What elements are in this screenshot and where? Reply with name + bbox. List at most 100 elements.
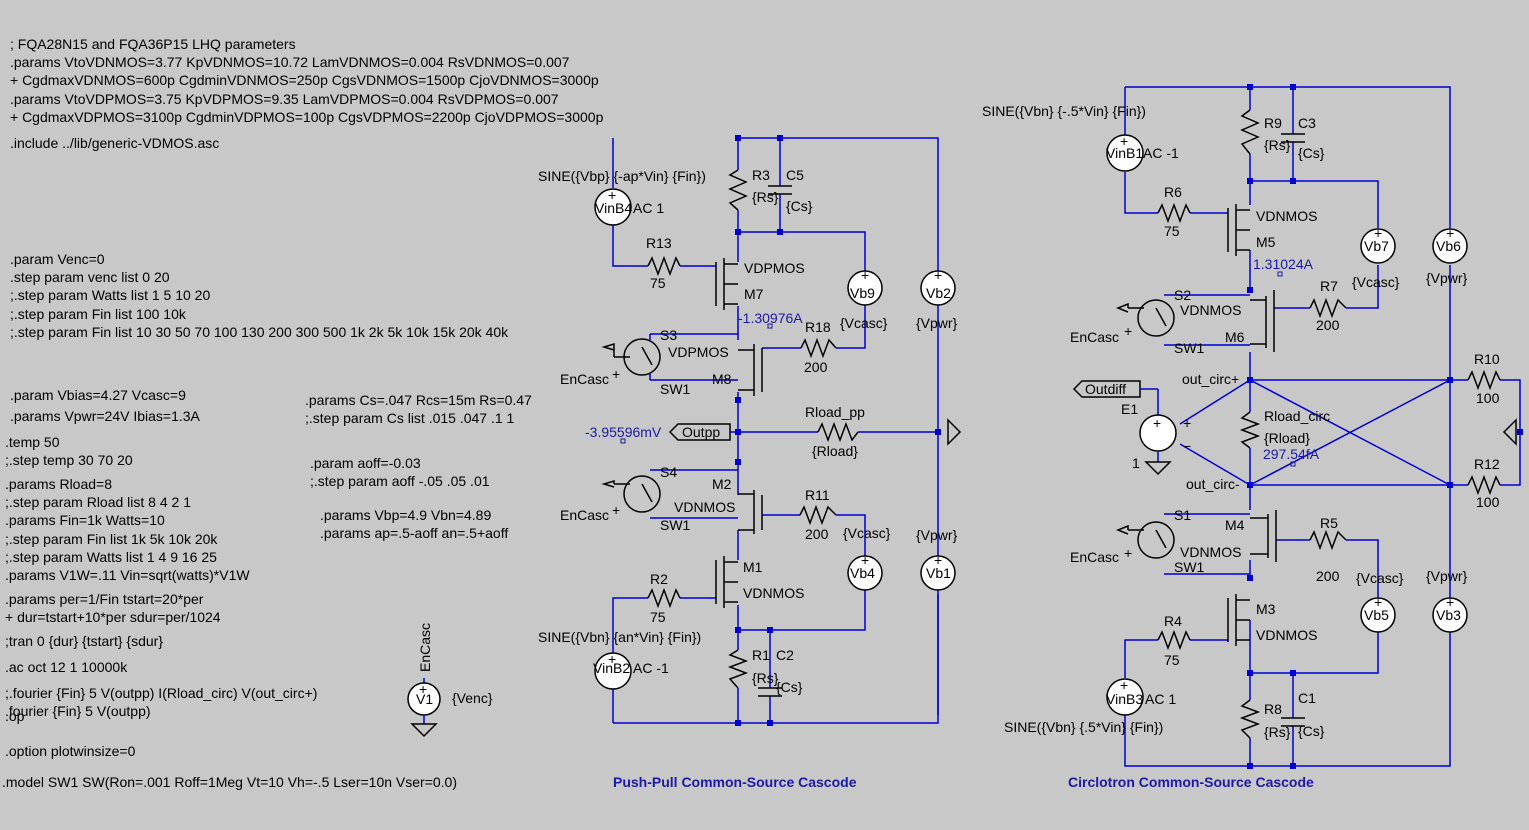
s2-switch[interactable]: S2 SW1 EnCasc + (1070, 287, 1205, 356)
directive[interactable]: .param Vbias=4.27 Vcasc=9 (10, 387, 186, 403)
vb2-source[interactable]: + Vb2 {Vpwr} (916, 267, 958, 331)
directive[interactable]: .params V1W=.11 Vin=sqrt(watts)*V1W (5, 567, 250, 583)
r10-resistor[interactable]: R10 100 (1467, 351, 1501, 406)
vb9-source[interactable]: + Vb9 {Vcasc} (840, 267, 888, 331)
directive[interactable]: + CgdmaxVDNMOS=600p CgdminVDNMOS=250p Cg… (10, 72, 599, 88)
wire[interactable] (1276, 539, 1379, 598)
c2-capacitor[interactable]: C2 {Cs} (758, 647, 803, 697)
r1-resistor[interactable]: R1 {Rs} (727, 647, 779, 689)
wire[interactable] (780, 231, 866, 271)
directive[interactable]: .params VtoVDNMOS=3.77 KpVDNMOS=10.72 La… (10, 54, 570, 70)
out-circ-plus-label[interactable]: out_circ+ (1182, 371, 1239, 387)
directive[interactable]: .temp 50 (5, 434, 60, 450)
vb3-source[interactable]: + Vb3 {Vpwr} (1426, 568, 1468, 633)
directive[interactable]: ;.step param Fin list 1k 5k 10k 20k (5, 531, 218, 547)
directive[interactable]: .param aoff=-0.03 (310, 455, 421, 471)
directive[interactable]: .params ap=.5-aoff an=.5+aoff (320, 525, 508, 541)
wire[interactable] (1124, 639, 1228, 678)
wire[interactable] (1249, 379, 1451, 486)
vinb4-source[interactable]: + SINE({Vbp} {-ap*Vin} {Fin}) VinB4 AC 1 (538, 168, 706, 226)
directive[interactable]: .option plotwinsize=0 (5, 743, 136, 759)
wire[interactable] (738, 137, 939, 715)
directive[interactable]: ;.step param Fin list 100 10k (10, 306, 187, 322)
directive[interactable]: .ac oct 12 1 10000k (5, 659, 128, 675)
directive[interactable]: + CgdmaxVDPMOS=3100p CgdminVDPMOS=100p C… (10, 109, 604, 125)
r8-resistor[interactable]: R8 {Rs} (1239, 699, 1291, 740)
out-circ-minus-label[interactable]: out_circ- (1186, 476, 1240, 492)
r12-resistor[interactable]: R12 100 (1467, 456, 1501, 510)
wire[interactable] (1124, 632, 1451, 767)
wire[interactable] (1346, 265, 1379, 309)
c3-capacitor[interactable]: C3 {Cs} (1281, 115, 1325, 161)
wire[interactable] (650, 333, 738, 381)
wire[interactable] (612, 597, 648, 655)
r7-resistor[interactable]: R7 200 (1309, 278, 1347, 333)
circlotron-title[interactable]: Circlotron Common-Source Cascode (1068, 774, 1314, 790)
s3-switch[interactable]: S3 SW1 EnCasc + (560, 327, 691, 397)
vb1-source[interactable]: + Vb1 {Vpwr} (916, 527, 958, 591)
r6-resistor[interactable]: R6 75 (1157, 184, 1191, 239)
directive[interactable]: ;.step param Rload list 8 4 2 1 (5, 494, 191, 510)
directive[interactable]: ;.step temp 30 70 20 (5, 452, 133, 468)
v1-encasc-source[interactable]: EnCasc + V1 {Venc} (407, 623, 493, 738)
m4-mosfet[interactable]: M4 VDNMOS (1180, 510, 1277, 562)
wire[interactable] (738, 590, 866, 631)
m7-current-readout[interactable]: -1.30976A (738, 310, 803, 326)
wire[interactable] (1124, 172, 1228, 214)
s4-switch[interactable]: S4 SW1 EnCasc + (560, 464, 691, 533)
rload-circ-resistor[interactable]: Rload_circ {Rload} 297.54fA (1239, 408, 1330, 467)
r3-resistor[interactable]: R3 {Rs} (728, 167, 779, 211)
vinb1-source[interactable]: + SINE({Vbn} {-.5*Vin} {Fin}) VinB1 AC -… (982, 103, 1179, 172)
directive[interactable]: ;.step param Watts list 1 4 9 16 25 (5, 549, 217, 565)
directive[interactable]: .params VtoVDPMOS=3.75 KpVDPMOS=9.35 Lam… (10, 91, 559, 107)
directive[interactable]: ;.step param aoff -.05 .05 .01 (310, 473, 490, 489)
wire[interactable] (762, 514, 866, 556)
m6-mosfet[interactable]: VDNMOS M6 (1180, 290, 1275, 352)
wire[interactable] (1164, 513, 1250, 575)
e1-vcvs[interactable]: + E1 1 + − (1121, 401, 1191, 476)
rload-pp-resistor[interactable]: Rload_pp {Rload} (805, 404, 865, 459)
directive[interactable]: .params Rload=8 (5, 476, 112, 492)
directive[interactable]: ;tran 0 {dur} {tstart} {sdur} (5, 633, 163, 649)
directive[interactable]: .include ../lib/generic-VDMOS.asc (10, 135, 219, 151)
directive[interactable]: .params per=1/Fin tstart=20*per (5, 591, 204, 607)
m7-mosfet[interactable]: VDPMOS M7 -1.30976A (715, 258, 805, 329)
outdiff-net-flag[interactable]: Outdiff (1072, 380, 1159, 416)
r9-resistor[interactable]: R9 {Rs} (1240, 109, 1291, 155)
directive[interactable]: ;.step param Cs list .015 .047 .1 1 (305, 410, 515, 426)
push-pull-title[interactable]: Push-Pull Common-Source Cascode (613, 774, 857, 790)
s1-switch[interactable]: S1 SW1 EnCasc + (1070, 507, 1205, 575)
m3-mosfet[interactable]: M3 VDNMOS (1227, 594, 1317, 646)
vb6-source[interactable]: + Vb6 {Vpwr} (1426, 225, 1468, 286)
directive[interactable]: .params Vpwr=24V Ibias=1.3A (10, 408, 201, 424)
wire[interactable] (612, 225, 648, 267)
directive[interactable]: .params Cs=.047 Rcs=15m Rs=0.47 (305, 392, 532, 408)
r4-resistor[interactable]: R4 75 (1157, 613, 1191, 668)
m2-mosfet[interactable]: M2 VDNMOS (674, 476, 763, 534)
r11-resistor[interactable]: R11 200 (799, 487, 837, 542)
wire[interactable] (738, 138, 781, 233)
directive[interactable]: .param Venc=0 (10, 251, 105, 267)
directive[interactable]: + dur=tstart+10*per sdur=per/1024 (5, 609, 221, 625)
outpp-net-flag[interactable]: Outpp -3.95596mV (585, 423, 738, 444)
r18-resistor[interactable]: R18 200 (800, 319, 837, 375)
directive[interactable]: .fourier {Fin} 5 V(outpp) (5, 703, 151, 719)
m5-current-readout[interactable]: 1.31024A (1253, 256, 1314, 272)
wire[interactable] (1179, 379, 1251, 486)
m1-mosfet[interactable]: M1 VDNMOS (715, 556, 804, 608)
directive[interactable]: ;.step param Fin list 10 30 50 70 100 13… (10, 324, 509, 340)
c1-capacitor[interactable]: C1 {Cs} (1281, 690, 1325, 739)
m5-mosfet[interactable]: VDNMOS M5 1.31024A (1227, 204, 1317, 277)
directive[interactable]: .op (5, 708, 25, 724)
rload-circ-current-readout[interactable]: 297.54fA (1263, 446, 1320, 462)
r13-resistor[interactable]: R13 75 (646, 235, 681, 291)
directive[interactable]: .params Fin=1k Watts=10 (5, 512, 165, 528)
directive[interactable]: .params Vbp=4.9 Vbn=4.89 (320, 507, 491, 523)
vinb3-source[interactable]: + VinB3 AC 1 SINE({Vbn} {.5*Vin} {Fin}) (1004, 677, 1176, 735)
vb4-source[interactable]: + Vb4 {Vcasc} (843, 525, 891, 591)
r5-resistor[interactable]: R5 200 (1309, 515, 1347, 584)
vb5-source[interactable]: + Vb5 {Vcasc} (1356, 570, 1404, 633)
directive[interactable]: .model SW1 SW(Ron=.001 Roff=1Meg Vt=10 V… (2, 774, 457, 790)
wire[interactable] (1125, 86, 1451, 228)
